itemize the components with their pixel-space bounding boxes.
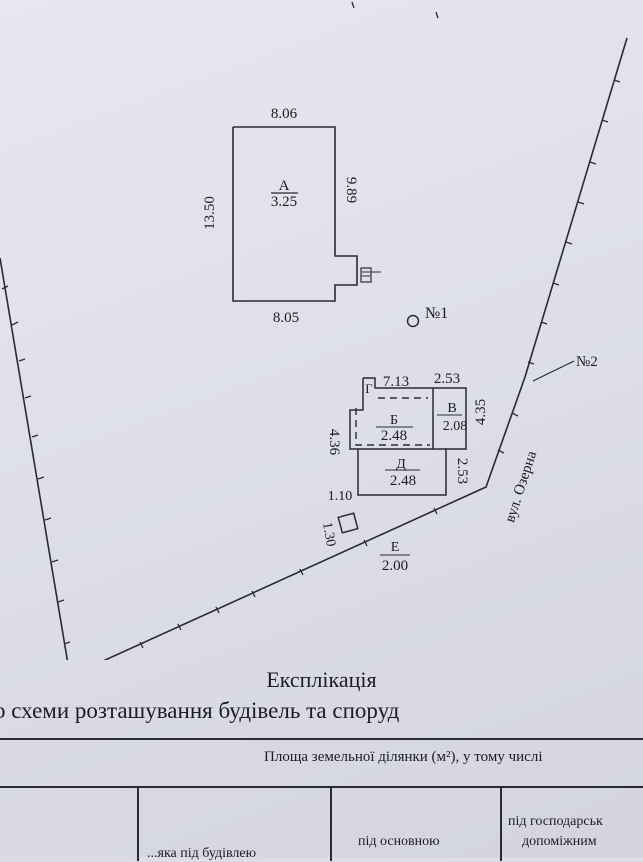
dim-253-top: 2.53	[434, 371, 460, 387]
dim-110: 1.10	[328, 489, 353, 504]
table-col-main: під основною	[358, 834, 440, 849]
building-a-right-dim: 9.89	[343, 177, 359, 203]
well-label: №1	[425, 305, 448, 322]
building-e-letter: Е	[391, 540, 400, 555]
dim-130: 1.30	[319, 521, 338, 548]
table-divider-1	[137, 786, 139, 861]
building-a	[232, 126, 381, 302]
building-b-letter: Б	[390, 413, 398, 428]
point-2-leader	[532, 360, 575, 382]
table-header-area: Площа земельної ділянки (м²), у тому чис…	[264, 749, 543, 765]
building-a-top-dim: 8.06	[271, 106, 298, 122]
building-v-letter: В	[447, 401, 456, 416]
building-g-letter: Г	[365, 381, 373, 396]
explication-title: Експлікація	[266, 667, 377, 692]
building-e-value: 2.00	[382, 558, 408, 574]
dim-436: 4.36	[326, 429, 342, 456]
building-a-bottom-dim: 8.05	[273, 310, 299, 326]
table-border-mid	[0, 786, 643, 788]
plot-boundary	[0, 37, 628, 660]
street-label: вул. Озерна	[502, 449, 540, 525]
table-divider-3	[500, 786, 502, 861]
dim-253-right: 2.53	[454, 458, 470, 484]
building-a-value: 3.25	[271, 194, 297, 210]
explication-table: Площа земельної ділянки (м²), у тому чис…	[0, 738, 643, 861]
building-a-letter: А	[279, 178, 290, 194]
building-v-value: 2.08	[443, 419, 468, 434]
table-col-partial: ...яка під будівлею	[147, 846, 257, 861]
building-d-letter: Д	[396, 457, 406, 472]
well-marker	[406, 314, 420, 328]
building-b-value: 2.48	[381, 428, 407, 444]
table-col-aux-1: під господарськ	[508, 814, 603, 829]
explication-subtitle: о схеми розташування будівель та споруд	[0, 698, 400, 723]
table-col-aux-2: допоміжним	[522, 834, 597, 849]
point-2-label: №2	[576, 354, 598, 370]
table-border-top	[0, 738, 643, 740]
dim-435: 4.35	[473, 399, 489, 425]
building-a-left-dim: 13.50	[202, 196, 218, 230]
dim-713: 7.13	[383, 374, 409, 390]
site-plan: 8.06 8.05 13.50 9.89 А 3.25 №1 №2 Г 7.13…	[0, 1, 628, 660]
boundary-ticks	[1, 1, 621, 660]
building-d-value: 2.48	[390, 473, 416, 489]
outbuildings-group	[337, 377, 467, 534]
table-divider-2	[330, 786, 332, 861]
